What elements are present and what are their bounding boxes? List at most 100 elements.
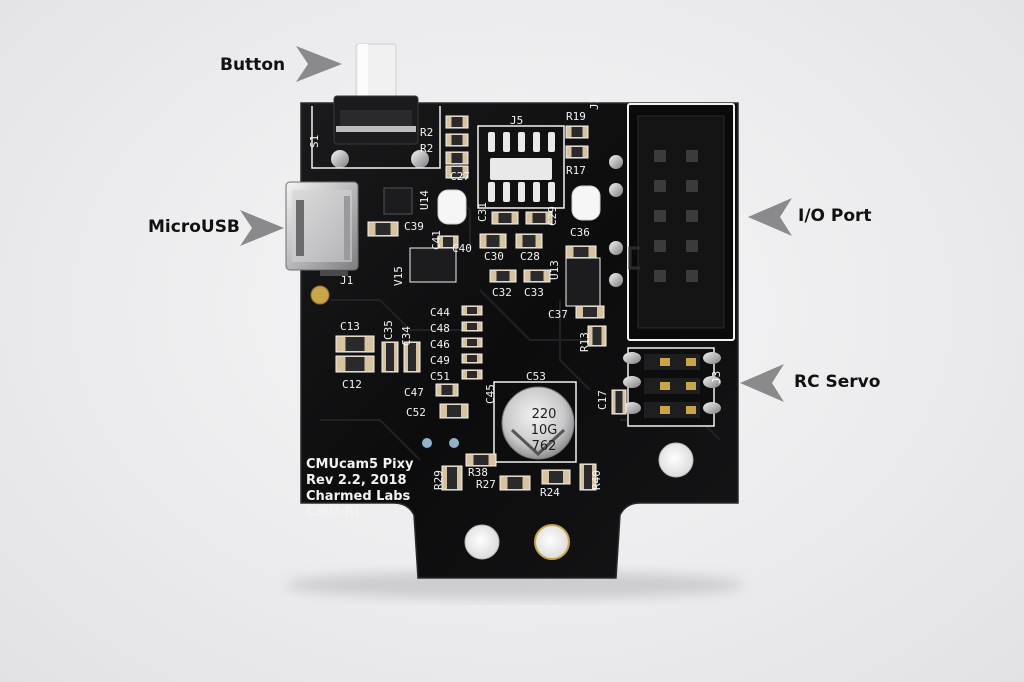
rc-servo-arrow-icon	[740, 364, 784, 402]
designator-label: C46	[430, 338, 450, 351]
designator-label: C17	[596, 390, 609, 410]
designator-label: R17	[566, 164, 586, 177]
designator-label: C44	[430, 306, 450, 319]
smd-components	[335, 115, 627, 491]
designator-label: S1	[308, 135, 321, 148]
designator-label: J2	[588, 97, 601, 110]
smd-body	[507, 477, 523, 489]
io-port-header[interactable]	[627, 103, 735, 341]
smd-body	[451, 117, 463, 127]
test-pad	[449, 438, 459, 448]
designator-label: C35	[382, 320, 395, 340]
designator-label: C13	[340, 320, 360, 333]
designator-label: C12	[342, 378, 362, 391]
smd-body	[345, 357, 365, 371]
designator-label: R38	[468, 466, 488, 479]
designator-label: C31	[476, 202, 489, 222]
io-port-arrow-icon	[748, 198, 792, 236]
smd-body	[473, 455, 489, 465]
smd-body	[522, 235, 536, 247]
capacitor-marking: 220 10G 762	[531, 407, 558, 454]
button-callout: Button	[220, 55, 286, 75]
smd-body	[571, 147, 583, 157]
microusb-arrow-icon	[240, 210, 284, 246]
designator-label: C51	[430, 370, 450, 383]
led-pipe	[571, 185, 601, 221]
designator-label: C47	[404, 386, 424, 399]
smd-body	[571, 127, 583, 137]
smd-body	[496, 271, 510, 281]
svg-text:10G: 10G	[531, 423, 558, 438]
ic-u14	[383, 187, 413, 215]
micro-usb-connector[interactable]	[285, 181, 359, 276]
smd-body	[408, 343, 416, 371]
designator-label: C45	[484, 384, 497, 404]
smd-body	[447, 405, 461, 417]
designator-label: J5	[510, 114, 523, 127]
board-shadow	[285, 571, 745, 599]
smd-body	[375, 223, 391, 235]
rc-servo-callout: RC Servo	[794, 372, 881, 392]
designator-label: C33	[524, 286, 544, 299]
designator-label: R13	[578, 332, 591, 352]
header-pin	[609, 183, 623, 197]
designator-label: C34	[400, 326, 413, 346]
smd-body	[573, 247, 589, 257]
designator-label: C40	[452, 242, 472, 255]
designator-label: R27	[476, 478, 496, 491]
smd-body	[584, 465, 592, 489]
designator-label: U13	[548, 260, 561, 280]
designator-label: J3	[710, 371, 723, 384]
designator-label: C28	[520, 250, 540, 263]
designator-label: C36	[570, 226, 590, 239]
smd-body	[441, 385, 453, 395]
designator-label: R2	[420, 126, 433, 139]
smd-body	[443, 237, 453, 247]
smd-body	[467, 371, 477, 378]
io-port-callout: I/O Port	[798, 206, 872, 226]
designator-label: R29	[432, 470, 445, 490]
smd-body	[467, 339, 477, 346]
designator-label: C32	[492, 286, 512, 299]
test-pad	[422, 438, 432, 448]
designator-label: R2	[420, 142, 433, 155]
smd-body	[386, 343, 394, 371]
smd-body	[345, 337, 365, 351]
silk-line-3: Charmed Labs	[306, 489, 411, 504]
header-pin	[609, 241, 623, 255]
j5-footprint	[477, 125, 565, 209]
mounting-hole	[658, 442, 694, 478]
header-pin	[609, 155, 623, 169]
designator-label: C53	[526, 370, 546, 383]
microusb-callout: MicroUSB	[148, 217, 240, 237]
designator-label: R24	[540, 486, 560, 499]
button-switch[interactable]	[311, 43, 441, 169]
designator-label: U14	[418, 190, 431, 210]
designator-label: C52	[406, 406, 426, 419]
designator-label: C27	[450, 170, 470, 183]
button-arrow-icon	[296, 46, 342, 82]
header-pin	[609, 273, 623, 287]
designator-label: V15	[392, 266, 405, 286]
designator-label: C39	[404, 220, 424, 233]
smd-body	[549, 471, 563, 483]
mounting-hole	[534, 524, 570, 560]
smd-body	[583, 307, 597, 317]
smd-body	[592, 327, 602, 345]
silk-line-2: Rev 2.2, 2018	[306, 473, 407, 488]
designator-label: C41	[430, 230, 443, 250]
smd-body	[530, 271, 544, 281]
designator-label: J1	[340, 274, 353, 287]
designator-label: C30	[484, 250, 504, 263]
silk-line-1: CMUcam5 Pixy	[306, 457, 414, 472]
smd-body	[467, 323, 477, 330]
designator-label: C48	[430, 322, 450, 335]
rc-servo-header[interactable]	[623, 347, 721, 427]
smd-body	[447, 467, 457, 489]
smd-body	[467, 355, 477, 362]
designator-label: C37	[548, 308, 568, 321]
mounting-hole	[464, 524, 500, 560]
